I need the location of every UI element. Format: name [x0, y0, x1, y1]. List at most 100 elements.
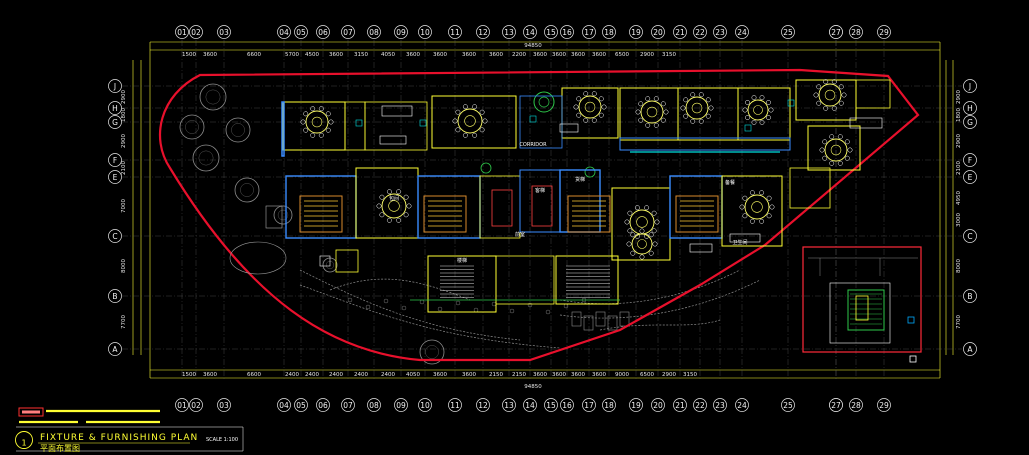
- dimension-bottom: 4050: [406, 372, 420, 378]
- shrub: [419, 299, 425, 305]
- column-bubble-bottom: 28: [849, 398, 863, 412]
- row-bubble-left: C: [108, 229, 122, 243]
- landscape-area: [179, 83, 761, 365]
- stair-block: [479, 175, 521, 239]
- column-label: 04: [279, 28, 289, 37]
- chair: [325, 111, 331, 117]
- column-label: 08: [369, 401, 379, 410]
- fire-door: [531, 185, 553, 227]
- bubble-circle: [523, 398, 537, 412]
- side-table: [529, 115, 537, 123]
- column-bubble-top: 06: [316, 25, 330, 39]
- column-label: 10: [420, 28, 430, 37]
- bubble-circle: [175, 25, 189, 39]
- chair: [705, 113, 711, 119]
- chair: [690, 92, 696, 98]
- chair: [638, 117, 644, 123]
- chair: [455, 127, 461, 133]
- lazy-susan: [311, 116, 323, 128]
- dimension-bottom: 2400: [305, 372, 319, 378]
- column-label: 28: [851, 28, 861, 37]
- column-label: 08: [369, 28, 379, 37]
- column-label: 07: [343, 28, 353, 37]
- lazy-susan: [830, 144, 842, 156]
- bubble-circle: [316, 25, 330, 39]
- chair: [455, 109, 461, 115]
- room-label: 货梯: [575, 176, 585, 183]
- column-bubble-bottom: 14: [523, 398, 537, 412]
- dimension-left: 8000: [121, 259, 127, 273]
- chair: [591, 117, 597, 123]
- dimension-right: 2900: [956, 90, 962, 104]
- tree-canopy: [199, 83, 227, 111]
- bubble-circle: [108, 153, 122, 167]
- column-label: 15: [546, 28, 556, 37]
- column-label: 24: [737, 401, 747, 410]
- private-room-13: [669, 175, 723, 239]
- service-room-2: [789, 167, 831, 209]
- dimension-bottom: 3600: [533, 372, 547, 378]
- bubble-circle: [781, 25, 795, 39]
- column-bubble-top: 20: [651, 25, 665, 39]
- shrub: [527, 302, 533, 308]
- drawing-title: FIXTURE & FURNISHING PLAN: [40, 433, 198, 443]
- dimension-frame: [132, 41, 954, 379]
- table-top: [824, 138, 848, 162]
- table-top: [457, 108, 483, 134]
- bubble-circle: [963, 170, 977, 184]
- chair: [742, 195, 748, 201]
- chair: [769, 204, 775, 210]
- dimension-left: 1800: [121, 108, 127, 122]
- dimension-bottom: 3150: [683, 372, 697, 378]
- column-label: 19: [631, 401, 641, 410]
- chair: [462, 132, 468, 138]
- private-room-09: [285, 175, 357, 239]
- bubble-circle: [448, 25, 462, 39]
- bubble-circle: [189, 398, 203, 412]
- column-label: 18: [604, 28, 614, 37]
- row-bubble-right: B: [963, 289, 977, 303]
- furniture-layer: [229, 79, 883, 275]
- bubble-circle: [713, 398, 727, 412]
- column-label: 18: [604, 401, 614, 410]
- row-bubble-left: A: [108, 342, 122, 356]
- bubble-circle: [277, 398, 291, 412]
- private-room-04: [619, 87, 679, 141]
- chair: [751, 95, 757, 101]
- column-label: 13: [504, 401, 514, 410]
- column-bubble-bottom: 06: [316, 398, 330, 412]
- row-label: C: [112, 232, 117, 241]
- column-bubble-bottom: 29: [877, 398, 891, 412]
- dimension-top: 3600: [433, 52, 447, 58]
- chair: [300, 119, 306, 125]
- column-label: 03: [219, 28, 229, 37]
- dimension-top: 3600: [592, 52, 606, 58]
- chair: [698, 92, 704, 98]
- round-dining-table: [680, 92, 714, 124]
- bubble-circle: [781, 398, 795, 412]
- dimension-right: 4950: [956, 191, 962, 205]
- feature-tree-inner: [538, 96, 550, 108]
- row-label: F: [968, 156, 972, 165]
- row-bubble-right: E: [963, 170, 977, 184]
- bubble-circle: [963, 289, 977, 303]
- small-store: [335, 249, 359, 273]
- dimension-top: 3150: [354, 52, 368, 58]
- chair: [406, 203, 412, 209]
- column-bubble-bottom: 19: [629, 398, 643, 412]
- column-label: 13: [504, 28, 514, 37]
- bubble-circle: [175, 398, 189, 412]
- chair: [844, 155, 850, 161]
- dimension-top: 3150: [662, 52, 676, 58]
- row-label: H: [112, 104, 118, 113]
- shrub: [455, 300, 461, 306]
- service-core: [364, 101, 428, 151]
- bubble-circle: [963, 153, 977, 167]
- column-bubble-bottom: 04: [277, 398, 291, 412]
- round-dining-table: [376, 189, 412, 223]
- column-bubble-top: 03: [217, 25, 231, 39]
- chair: [652, 241, 658, 247]
- private-room-06: [737, 87, 791, 141]
- planter-oval: [229, 241, 287, 275]
- row-bubble-right: G: [963, 115, 977, 129]
